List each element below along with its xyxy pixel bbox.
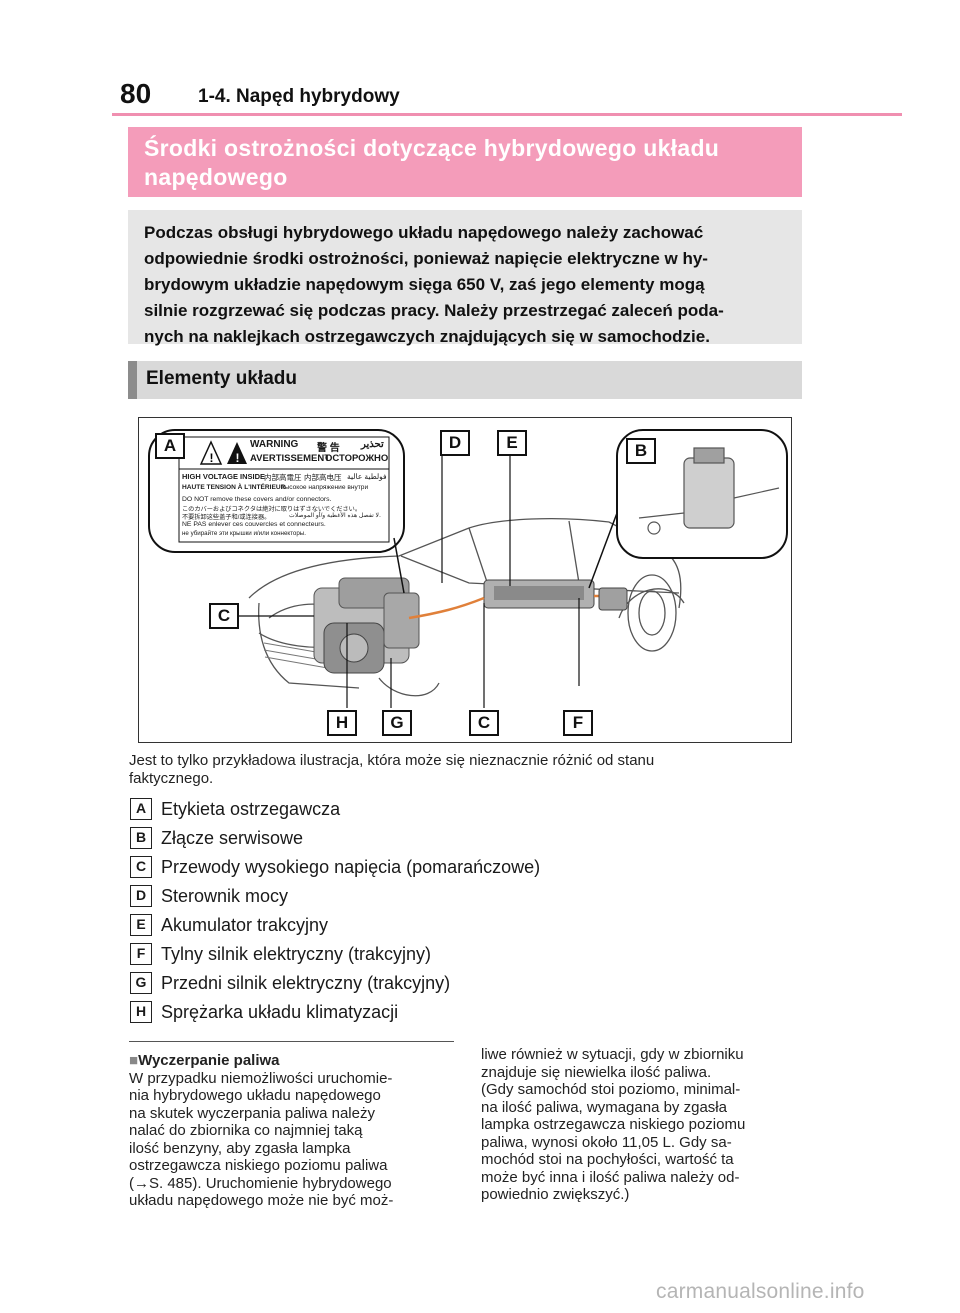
legend-key: B	[130, 827, 152, 849]
section-divider	[129, 1041, 454, 1042]
warning-triangle-filled-icon	[227, 442, 247, 464]
engine-components	[313, 577, 420, 674]
callout-b: B	[626, 438, 656, 464]
fuel-text-line: na ilość paliwa, wymagana by zgasła	[481, 1098, 727, 1116]
legend-key: H	[130, 1001, 152, 1023]
fuel-text-line: układu napędowego może nie być moż-	[129, 1192, 394, 1209]
fuel-text-line: nia hybrydowego układu napędowego	[129, 1087, 381, 1104]
label-jp-warning: 警 告	[317, 443, 340, 454]
fuel-text-line: ostrzegawcza niskiego poziomu paliwa	[129, 1157, 388, 1174]
callout-f: F	[563, 710, 593, 736]
caption-line: faktycznego.	[129, 770, 214, 787]
square-bullet-icon: ■	[129, 1052, 139, 1069]
legend-key: E	[130, 914, 152, 936]
illustration-caption: Jest to tylko przykładowa ilustracja, kt…	[129, 752, 789, 788]
vehicle-drawing: ! !	[148, 429, 788, 708]
label-jp-hv2: 内部高电压	[304, 473, 342, 482]
fuel-text-line: W przypadku niemożliwości uruchomie-	[129, 1069, 393, 1087]
label-line-fr: NE PAS enlever ces couvercles et connect…	[182, 521, 326, 528]
vehicle-body-outline	[248, 518, 685, 697]
label-ru-warning: ОСТОРОЖНО	[325, 453, 389, 464]
legend-key: A	[130, 798, 152, 820]
fuel-text-line: (→S. 485). Uruchomienie hybrydowego	[129, 1174, 392, 1192]
section-title: 1-4. Napęd hybrydowy	[198, 86, 400, 107]
label-haute-tension: HAUTE TENSION À L'INTÉRIEUR	[182, 484, 286, 491]
fuel-text-line: liwe również w sytuacji, gdy w zbiorniku	[481, 1046, 744, 1063]
legend-label: Sprężarka układu klimatyzacji	[161, 1002, 399, 1022]
fuel-text-line: (Gdy samochód stoi poziomo, minimal-	[481, 1081, 741, 1098]
fuel-left-column: ■Wyczerpanie paliwa W przypadku niemożli…	[129, 1052, 459, 1210]
components-heading: Elementy układu	[128, 361, 802, 399]
label-ar-hv: فولطية عالية	[347, 472, 387, 481]
legend-label: Akumulator trakcyjny	[161, 915, 329, 935]
callout-d: D	[440, 430, 470, 456]
fuel-subheading: Wyczerpanie paliwa	[138, 1052, 280, 1069]
topic-banner: Środki ostrożności dotyczące hybrydowego…	[128, 127, 802, 197]
label-line-en: DO NOT remove these covers and/or connec…	[182, 496, 332, 503]
fuel-text-line: powiednio zwiększyć.)	[481, 1186, 630, 1203]
fuel-text-line: mochód stoi na pochyłości, wartość ta	[481, 1151, 734, 1168]
label-line-ar: لا تفصل هذه الأغطية و/أو الموصلات.	[289, 512, 381, 519]
watermark-link[interactable]: carmanualsonline.info	[656, 1280, 865, 1303]
legend-label: Etykieta ostrzegawcza	[161, 799, 341, 819]
heading-accent	[128, 361, 137, 399]
intro-box: Podczas obsługi hybrydowego układu napęd…	[128, 210, 802, 346]
label-avertissement: AVERTISSEMENT	[250, 453, 331, 464]
warning-triangle-icon	[199, 440, 223, 465]
label-ar-warning: تحذير	[361, 439, 384, 450]
intro-line: silnie rozgrzewać się podczas pracy. Nal…	[144, 301, 724, 320]
label-high-voltage: HIGH VOLTAGE INSIDE	[182, 472, 266, 481]
label-line-jp: このカバーおよびコネクタは絶対に取りはずさないでください。	[182, 506, 362, 513]
callout-h: H	[327, 710, 357, 736]
callout-g: G	[382, 710, 412, 736]
callout-c-left: C	[209, 603, 239, 629]
fuel-text-line: nalać do zbiornika co najmniej taką	[129, 1122, 363, 1139]
callout-c-bottom: C	[469, 710, 499, 736]
legend-key: G	[130, 972, 152, 994]
label-jp-hv1: 内部高電圧	[264, 473, 302, 482]
intro-line: Podczas obsługi hybrydowego układu napęd…	[144, 223, 704, 242]
svg-text:!: !	[236, 451, 240, 465]
callout-e: E	[497, 430, 527, 456]
fuel-text-line: może być inna i ilość paliwa należy od-	[481, 1168, 740, 1186]
fuel-subheading-row: ■Wyczerpanie paliwa	[129, 1052, 459, 1070]
legend-label: Przewody wysokiego napięcia (pomarańczow…	[161, 857, 541, 877]
battery-pack	[483, 579, 595, 609]
intro-line: nych na naklejkach ostrzegawczych znajdu…	[144, 327, 710, 346]
legend-label: Złącze serwisowe	[161, 828, 304, 848]
label-ru-hv: высокое напряжение внутри	[281, 484, 369, 491]
service-plug-drawing	[638, 447, 780, 535]
page-number: 80	[120, 78, 152, 109]
label-line-ru: не убирайте эти крышки и/или коннекторы.	[182, 530, 306, 537]
legend-label: Tylny silnik elektryczny (trakcyjny)	[161, 944, 432, 964]
banner-title-line2: napędowego	[144, 164, 288, 190]
caption-line: Jest to tylko przykładowa ilustracja, kt…	[129, 752, 655, 769]
intro-line: brydowym układzie napędowym sięga 650 V,…	[144, 275, 705, 294]
intro-line: odpowiednie środki ostrożności, ponieważ…	[144, 249, 708, 268]
banner-title-line1: Środki ostrożności dotyczące hybrydowego…	[144, 135, 720, 161]
legend-key: D	[130, 885, 152, 907]
fuel-text-line: ilość benzyny, aby zgasła lampka	[129, 1139, 351, 1157]
label-line-cn: 不要拆卸这些盖子和/或连接器。	[182, 514, 271, 521]
legend-key: C	[130, 856, 152, 878]
vehicle-illustration: ! ! WARNING 警 告 تحذير AVERTISSEMENT ОСТО…	[138, 417, 792, 743]
fuel-text-line: znajduje się niewielka ilość paliwa.	[481, 1063, 712, 1081]
rear-motor	[598, 587, 628, 611]
label-warning: WARNING	[250, 439, 299, 450]
svg-text:!: !	[210, 451, 214, 465]
legend-label: Sterownik mocy	[161, 886, 289, 906]
legend-key: F	[130, 943, 152, 965]
fuel-right-column: liwe również w sytuacji, gdy w zbiorniku…	[481, 1046, 811, 1204]
legend-label: Przedni silnik elektryczny (trakcyjny)	[161, 973, 451, 993]
components-heading-text: Elementy układu	[146, 368, 297, 389]
fuel-text-line: na skutek wyczerpania paliwa należy	[129, 1104, 375, 1122]
fuel-text-line: paliwa, wynosi około 11,05 L. Gdy sa-	[481, 1133, 732, 1151]
warning-label: ! !	[178, 436, 390, 543]
fuel-text-line: lampka ostrzegawcza niskiego poziomu	[481, 1116, 746, 1133]
header-rule	[112, 113, 902, 116]
callout-a: A	[155, 433, 185, 459]
